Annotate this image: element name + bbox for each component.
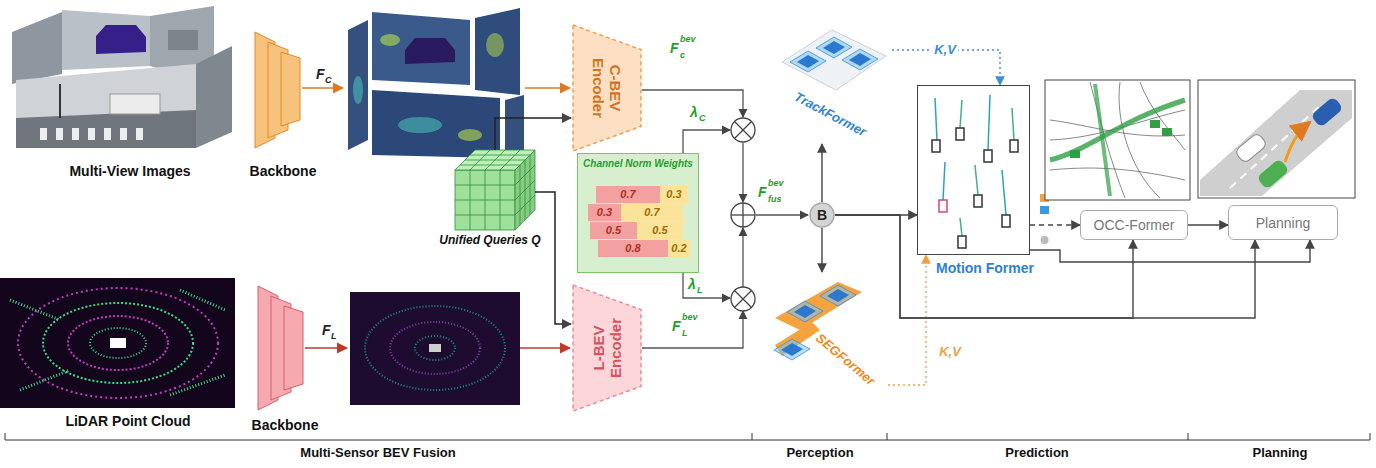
connector <box>1030 224 1080 225</box>
table-cell: 0.3 <box>588 204 621 221</box>
subscript: L <box>331 331 337 341</box>
subscript: C <box>699 113 706 123</box>
superscript: bev <box>768 178 784 188</box>
node-text: B <box>817 207 827 223</box>
trajectory-tokens <box>1040 194 1049 244</box>
section-label: Perception <box>786 446 853 461</box>
image-caption: LiDAR Point Cloud <box>65 413 190 429</box>
signal-name: F <box>672 318 681 334</box>
table-cell: 0.5 <box>637 222 683 239</box>
node-text: Planning <box>1256 214 1311 230</box>
signal-name: λ <box>690 104 698 120</box>
node-text: Motion Former <box>936 260 1034 276</box>
motion-illustration <box>932 95 1018 248</box>
planning-illustration <box>1198 80 1355 198</box>
section-label: Planning <box>1253 446 1308 461</box>
image-caption: Multi-View Images <box>69 163 190 179</box>
fusion-node: B <box>809 202 835 228</box>
table-cell: 0.8 <box>598 240 668 257</box>
encoder-trapezoid: C-BEV Encoder <box>572 24 642 152</box>
subscript: L <box>682 328 688 338</box>
wires <box>302 88 808 348</box>
section-label: Prediction <box>1005 446 1069 461</box>
connector <box>1188 224 1228 225</box>
superscript: bev <box>682 312 698 322</box>
module-box: OCC-Former <box>1080 210 1188 240</box>
connector <box>888 255 926 385</box>
backbone-symbol <box>255 32 300 148</box>
table-cell: 0.3 <box>660 186 688 203</box>
subscript: C <box>325 75 332 85</box>
section-bracket <box>5 433 1370 440</box>
edge-label: K,V <box>937 345 963 360</box>
subscript: L <box>697 285 703 295</box>
signal-name: F <box>670 40 679 56</box>
superscript: bev <box>680 34 696 44</box>
signal-name: F <box>322 322 331 338</box>
shape <box>810 203 834 227</box>
part-label: Backbone <box>252 417 319 433</box>
encoder-trapezoid: L-BEV Encoder <box>572 284 642 412</box>
query-cube <box>455 150 535 230</box>
subscript: c <box>680 50 685 60</box>
section-label: Multi-Sensor BEV Fusion <box>300 446 455 461</box>
module-box: Planning <box>1228 205 1338 240</box>
segmentation-illustration <box>774 282 862 360</box>
table-cell: 0.7 <box>596 186 660 203</box>
operator-symbols <box>731 118 755 311</box>
table-cell: 0.5 <box>590 222 637 239</box>
connector <box>821 228 822 272</box>
multi-view-images <box>12 6 232 148</box>
node-text: SEGFormer <box>813 331 878 389</box>
feature-maps <box>348 8 524 158</box>
module-box: Motion Former <box>917 85 1030 255</box>
perception-head: TrackFormer <box>770 18 892 144</box>
backbone-symbol <box>258 286 303 410</box>
track-illustration <box>782 30 886 90</box>
connector <box>835 215 1255 318</box>
occupancy-illustration <box>1045 80 1190 200</box>
connector <box>821 144 822 202</box>
signal-name: F <box>316 66 325 82</box>
signal-name: F <box>758 184 767 200</box>
node-text: Channel Norm Weights <box>583 158 693 170</box>
edge-label: K,V <box>932 43 958 58</box>
subscript: fus <box>768 194 782 204</box>
connector <box>1030 240 1310 262</box>
signal-name: λ <box>688 276 696 292</box>
node-text: L-BEV Encoder <box>590 312 625 384</box>
node-text: C-BEV Encoder <box>590 52 625 124</box>
part-label: Backbone <box>250 163 317 179</box>
perception-head: SEGFormer <box>770 272 888 400</box>
part-label: Unified Queries Q <box>439 234 540 248</box>
table-cell: 0.7 <box>621 204 683 221</box>
shape <box>573 25 641 151</box>
node-text: TrackFormer <box>792 90 869 140</box>
node-text: OCC-Former <box>1094 217 1175 233</box>
shape <box>573 285 641 411</box>
table-cell: 0.2 <box>668 240 690 257</box>
lidar-bev-features <box>350 292 520 405</box>
lidar-point-cloud <box>0 278 235 408</box>
